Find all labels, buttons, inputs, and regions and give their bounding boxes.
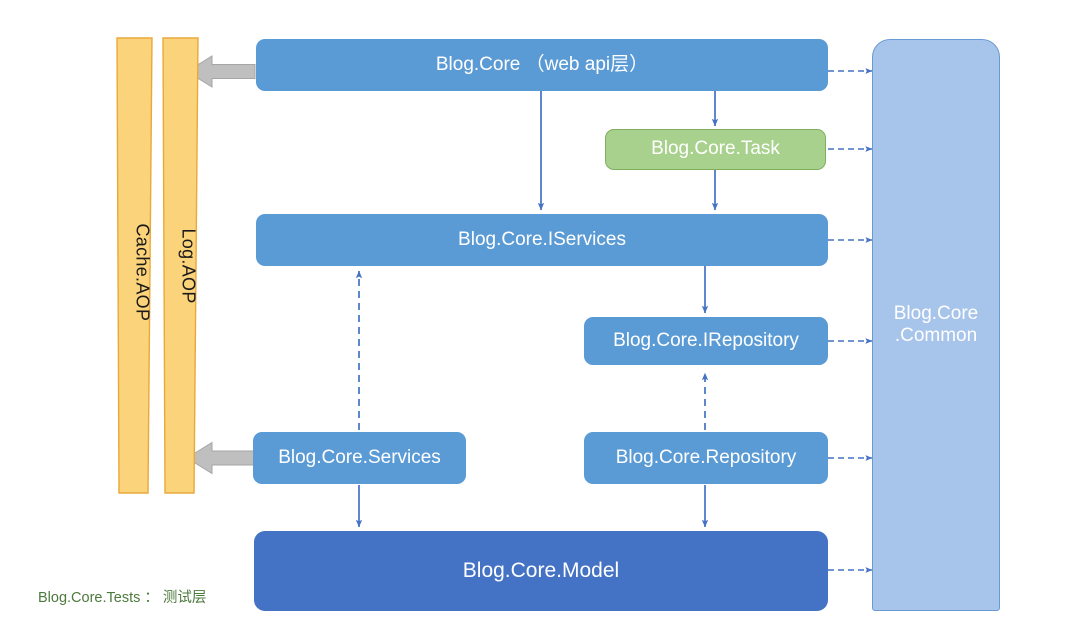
- node-blog-core-irepository[interactable]: Blog.Core.IRepository: [584, 317, 828, 365]
- node-blog-core-common[interactable]: Blog.Core .Common: [872, 39, 1000, 611]
- node-blog-core-repository[interactable]: Blog.Core.Repository: [584, 432, 828, 484]
- aop-label-cache: Cache.AOP: [132, 223, 153, 322]
- node-blog-core-model[interactable]: Blog.Core.Model: [254, 531, 828, 611]
- block-arrow-core-to-aop: [186, 55, 256, 88]
- node-blog-core-task[interactable]: Blog.Core.Task: [605, 129, 826, 170]
- legend-line-tests: Blog.Core.Tests ： 测试层: [38, 590, 207, 606]
- aop-label-log: Log.AOP: [178, 228, 199, 304]
- block-arrow-services-to-aop: [186, 441, 256, 475]
- node-blog-core-services[interactable]: Blog.Core.Services: [253, 432, 466, 484]
- node-blog-core-iservices[interactable]: Blog.Core.IServices: [256, 214, 828, 266]
- node-blog-core[interactable]: Blog.Core （web api层）: [256, 39, 828, 91]
- legend: Blog.Core.Tests ： 测试层 Blog.Core.Frame： 模…: [38, 548, 210, 630]
